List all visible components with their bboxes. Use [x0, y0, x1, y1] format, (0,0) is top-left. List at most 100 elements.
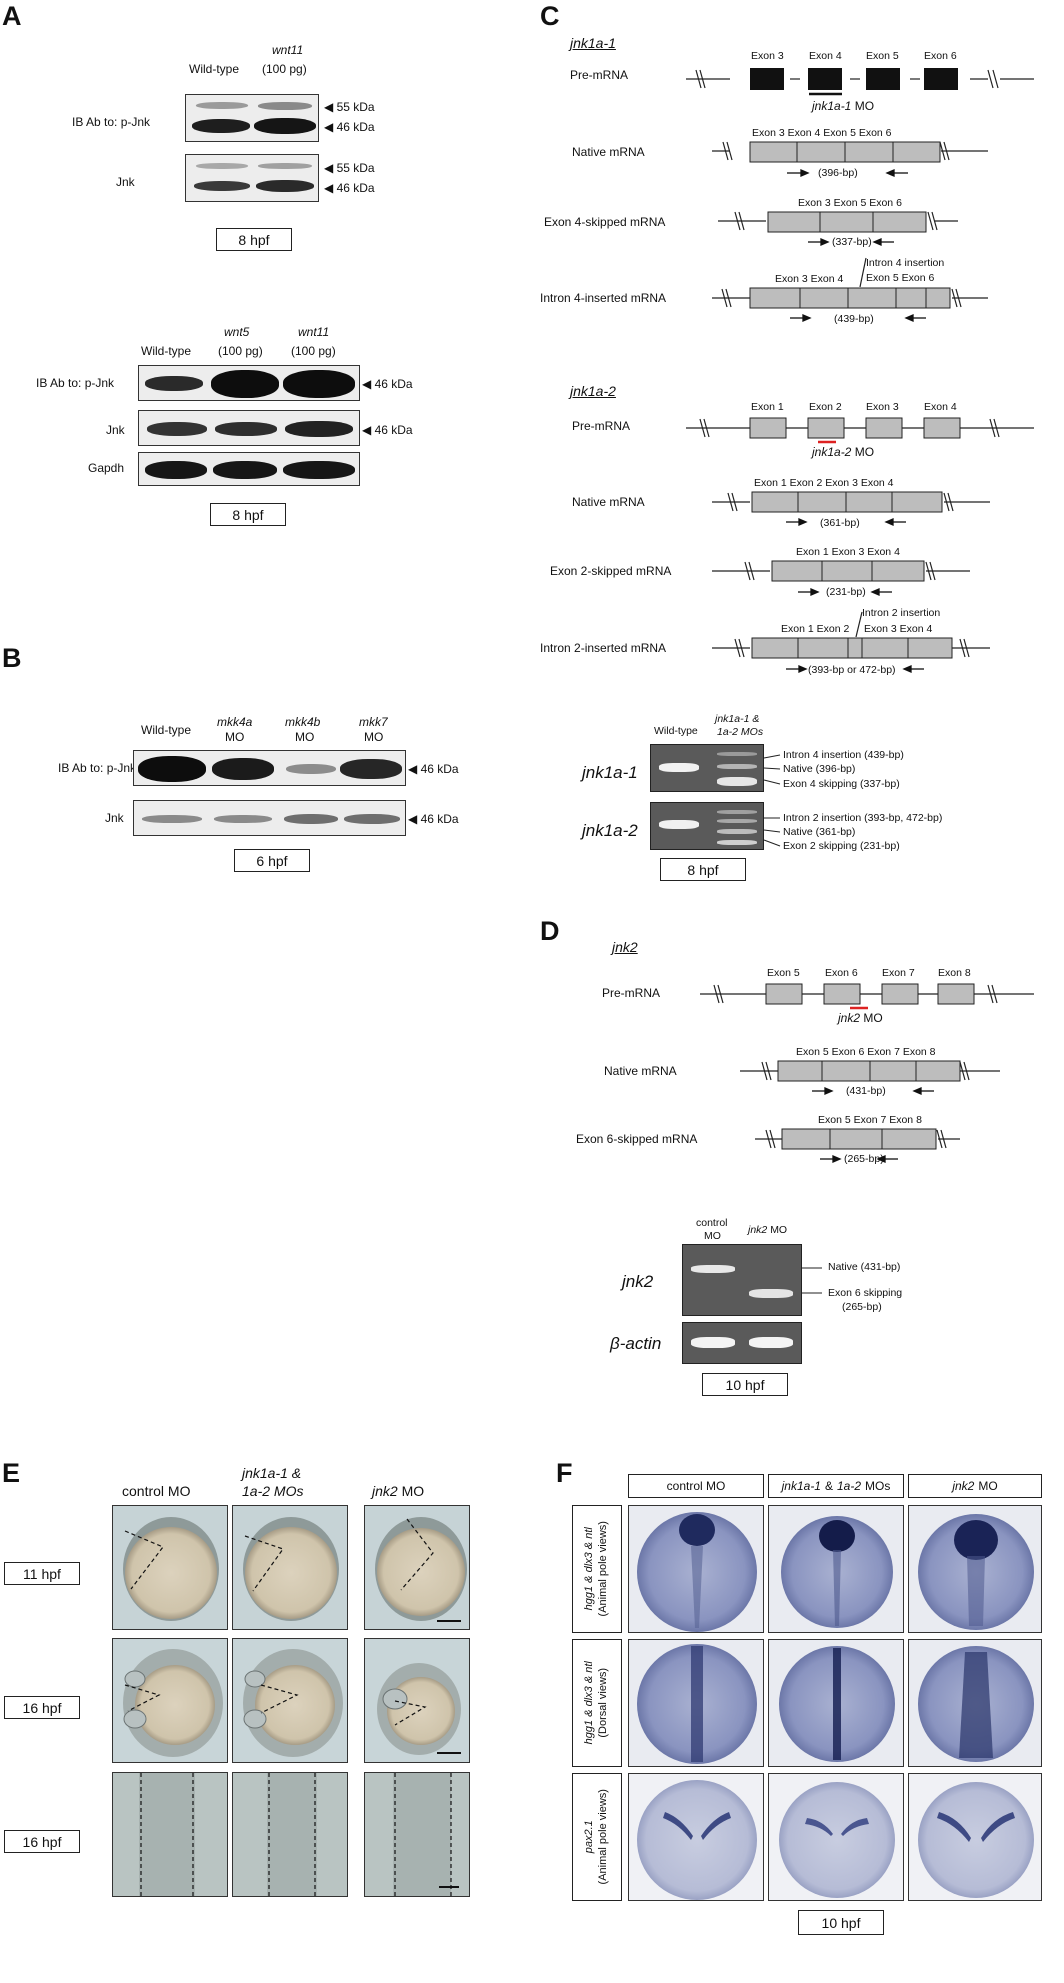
panel-label-b: B	[2, 643, 22, 673]
col-label-wnt11: wnt11	[298, 325, 330, 339]
ish-photo	[628, 1505, 764, 1633]
exon-label: Exon 6	[825, 967, 858, 979]
gel-actin	[682, 1322, 802, 1364]
exon-5	[765, 983, 803, 1005]
band	[214, 815, 272, 823]
row-label-pjnk: IB Ab to: p-Jnk	[72, 115, 151, 129]
exon-3	[865, 417, 903, 439]
gene-title-jnk2: jnk2	[612, 939, 638, 955]
label-native-mrna: Native mRNA	[604, 1064, 677, 1078]
exon-label: Exon 7	[882, 967, 915, 979]
band	[283, 461, 355, 479]
amplicon-size: (396-bp)	[818, 167, 858, 179]
exon-row: Exon 1 Exon 3 Exon 4	[796, 546, 900, 558]
gel-band-label: Exon 2 skipping (231-bp)	[783, 840, 900, 852]
marker-46: ◀ 46 kDa	[324, 120, 375, 134]
col-label-control: control MO	[122, 1483, 191, 1499]
gel-band	[659, 820, 699, 829]
mo-label: jnk1a-2 MO	[812, 445, 875, 459]
blot-gapdh	[138, 452, 360, 486]
somite-photo	[364, 1772, 470, 1897]
exon-row: Exon 5 Exon 7 Exon 8	[818, 1114, 922, 1126]
mo-label: jnk2 MO	[838, 1011, 883, 1025]
gel-col-mo: 1a-2 MOs	[717, 726, 764, 738]
blot-pjnk-bottom	[138, 365, 360, 401]
exon-row: Exon 1 Exon 2 Exon 3 Exon 4	[754, 477, 894, 489]
gel-band	[717, 764, 757, 769]
gel-band-label: Intron 2 insertion (393-bp, 472-bp)	[783, 812, 943, 824]
exon-label: Exon 8	[938, 967, 971, 979]
embryo-photo	[112, 1638, 228, 1763]
col-label-wnt11: wnt11	[272, 43, 304, 57]
gel-band	[717, 819, 757, 823]
row-label-pjnk: IB Ab to: p-Jnk	[58, 761, 137, 775]
gel-band	[749, 1289, 793, 1298]
col-label-mkk7: mkk7	[359, 715, 388, 729]
gene-title-jnk1a2: jnk1a-2	[570, 383, 616, 399]
band	[215, 422, 277, 436]
mrna-native-jnk2	[777, 1060, 961, 1082]
blot-jnk-b	[133, 800, 406, 836]
gel-band	[749, 1337, 793, 1348]
row-header: pax2.1(Animal pole views)	[572, 1773, 622, 1901]
band	[258, 163, 312, 169]
band	[254, 118, 316, 134]
label-inserted-mrna: Intron 4-inserted mRNA	[540, 291, 667, 305]
marker-46: ◀ 46 kDa	[408, 762, 459, 776]
exon-label: Exon 2	[809, 401, 842, 413]
marker-46: ◀ 46 kDa	[324, 181, 375, 195]
band	[196, 163, 248, 169]
row-header: hgg1 & dlx3 & ntl(Animal pole views)	[572, 1505, 622, 1633]
band	[283, 370, 355, 398]
gel-band	[717, 752, 757, 756]
amplicon-size: (231-bp)	[826, 586, 866, 598]
exon-3	[750, 68, 784, 90]
gel-jnk1a2	[650, 802, 764, 850]
panel-label-a: A	[2, 1, 22, 31]
marker-46: ◀ 46 kDa	[362, 377, 413, 391]
row-header: hgg1 & dlx3 & ntl(Dorsal views)	[572, 1639, 622, 1767]
row-label-pjnk: IB Ab to: p-Jnk	[36, 376, 115, 390]
col-label-jnk1a: 1a-2 MOs	[242, 1483, 304, 1499]
col-label-wt: Wild-type	[141, 723, 192, 737]
gel-band	[717, 810, 757, 814]
stage-box: 16 hpf	[4, 1696, 80, 1719]
label-skipped-mrna: Exon 6-skipped mRNA	[576, 1132, 698, 1146]
exon-label: Exon 4	[809, 50, 842, 62]
gel-band	[717, 777, 757, 786]
label-native-mrna: Native mRNA	[572, 495, 645, 509]
row-label-jnk: Jnk	[105, 811, 124, 825]
stage-box: 10 hpf	[798, 1910, 884, 1935]
gel-band	[691, 1265, 735, 1273]
gel-row-jnk2: jnk2	[622, 1272, 654, 1291]
blot-pjnk-b	[133, 750, 406, 786]
ish-photo	[768, 1505, 904, 1633]
col-label-mo: MO	[364, 730, 384, 744]
band	[344, 814, 400, 824]
band	[213, 461, 277, 479]
col-header: control MO	[628, 1474, 764, 1498]
gel-band	[691, 1337, 735, 1348]
ish-photo	[908, 1505, 1042, 1633]
blot-jnk-top	[185, 154, 319, 202]
exon-label: Exon 6	[924, 50, 957, 62]
marker-46: ◀ 46 kDa	[408, 812, 459, 826]
panel-label-f: F	[556, 1458, 573, 1488]
gel-row-actin: β-actin	[610, 1334, 662, 1353]
panel-label-c: C	[540, 1, 560, 31]
blot-pjnk-top	[185, 94, 319, 142]
band	[145, 461, 207, 479]
col-label-dose: (100 pg)	[218, 344, 263, 358]
mo-label: jnk1a-1 MO	[812, 99, 875, 113]
mrna-skip-jnk1a1	[767, 211, 927, 233]
gel-band-label: Intron 4 insertion (439-bp)	[783, 749, 904, 761]
mrna-skip-jnk2	[781, 1128, 937, 1150]
mrna-ins-jnk1a2	[751, 637, 953, 659]
band	[147, 422, 207, 436]
panel-label-e: E	[2, 1458, 21, 1488]
exon-label: Exon 3	[751, 50, 784, 62]
exon-label: Exon 5	[866, 50, 899, 62]
exon-6	[823, 983, 861, 1005]
